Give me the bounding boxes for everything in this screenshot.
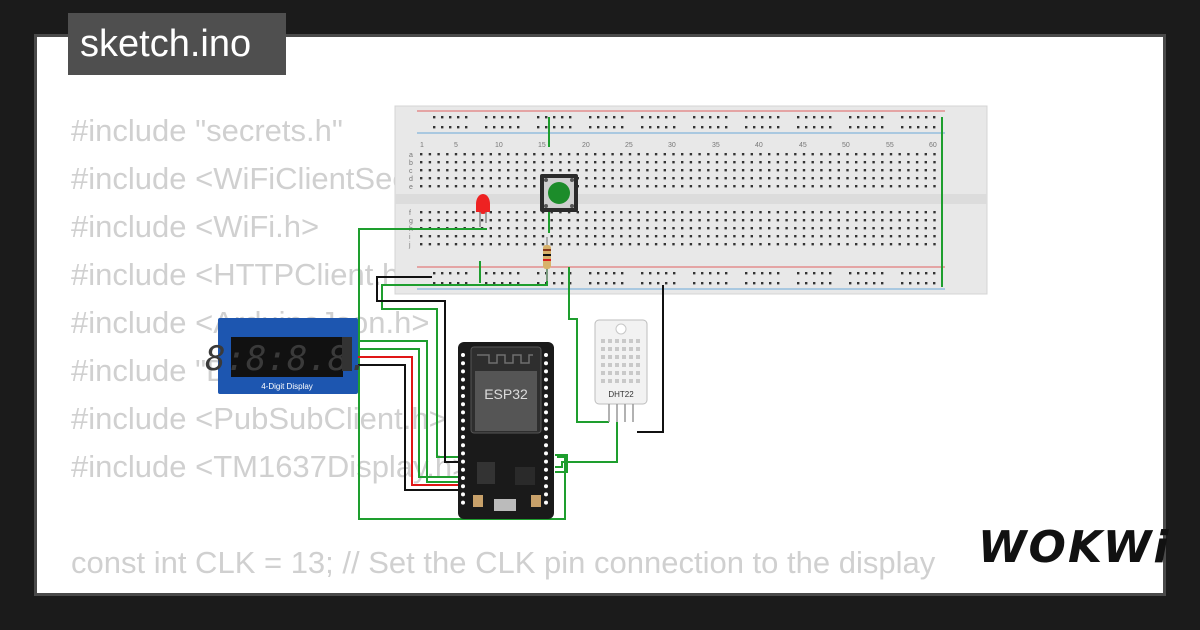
column-number: 10 [495, 142, 503, 149]
column-number: 55 [886, 142, 894, 149]
code-line: #include <TM1637Display.h> [71, 449, 471, 484]
code-line: #include "secrets.h" [71, 113, 343, 148]
row-letter: c [409, 168, 413, 175]
column-number: 35 [712, 142, 720, 149]
row-letter: g [409, 218, 413, 225]
green-wire-display-dio [355, 348, 465, 478]
tm1637-display: 8:8:8.8. 4-Digit Display [205, 318, 369, 394]
wokwi-logo: WOKWi [978, 522, 1171, 573]
column-number: 15 [538, 142, 546, 149]
column-number: 30 [668, 142, 676, 149]
red-wire-display-vcc [355, 356, 465, 486]
display-label: 4-Digit Display [261, 382, 313, 391]
dht22-sensor: DHT22 [594, 319, 648, 422]
pushbutton [540, 174, 578, 212]
row-letter: j [408, 242, 411, 249]
column-number: 5 [454, 142, 458, 149]
display-digits: 8:8:8.8. [205, 339, 369, 379]
red-led [476, 194, 490, 227]
green-wire-dht-data [555, 422, 618, 468]
esp32-board: ESP32 [458, 342, 554, 519]
black-wire-display-gnd [355, 364, 465, 491]
column-number: 25 [625, 142, 633, 149]
column-number: 60 [929, 142, 937, 149]
column-number: 1 [420, 142, 424, 149]
circuit-diagram: 1 5 10 15 20 25 30 35 40 45 50 55 60 a b… [205, 105, 988, 520]
column-number: 45 [799, 142, 807, 149]
dht22-label: DHT22 [608, 390, 634, 399]
breadboard-column-numbers-top: 1 5 10 15 20 25 30 35 40 45 50 55 60 [420, 142, 937, 149]
row-letter: d [409, 176, 413, 183]
column-number: 50 [842, 142, 850, 149]
green-wire-esp-right [555, 454, 568, 473]
row-letter: a [409, 152, 413, 159]
green-wire-display-clk [355, 340, 465, 483]
sketch-title: sketch.ino [68, 13, 286, 75]
green-wire-resistor-2 [568, 267, 609, 423]
resistor [543, 237, 551, 281]
black-wire-rail [637, 285, 664, 433]
code-line: const int CLK = 13; // Set the CLK pin c… [71, 545, 936, 580]
row-letter: i [409, 234, 411, 241]
esp32-label: ESP32 [484, 386, 528, 402]
preview-card: #include "secrets.h"#include <WiFiClient… [34, 34, 1166, 596]
green-wire-led [358, 228, 566, 520]
code-line: #include <WiFi.h> [71, 209, 320, 244]
code-line: #include <HTTPClient.h> [71, 257, 418, 292]
row-letter: e [409, 184, 413, 191]
row-letter: f [409, 210, 411, 217]
black-wire-gnd [376, 276, 465, 463]
column-number: 40 [755, 142, 763, 149]
wires [355, 117, 943, 520]
row-letter: b [409, 160, 413, 167]
column-number: 20 [582, 142, 590, 149]
breadboard: 1 5 10 15 20 25 30 35 40 45 50 55 60 a b… [394, 105, 988, 295]
green-wire-resistor [381, 269, 548, 458]
